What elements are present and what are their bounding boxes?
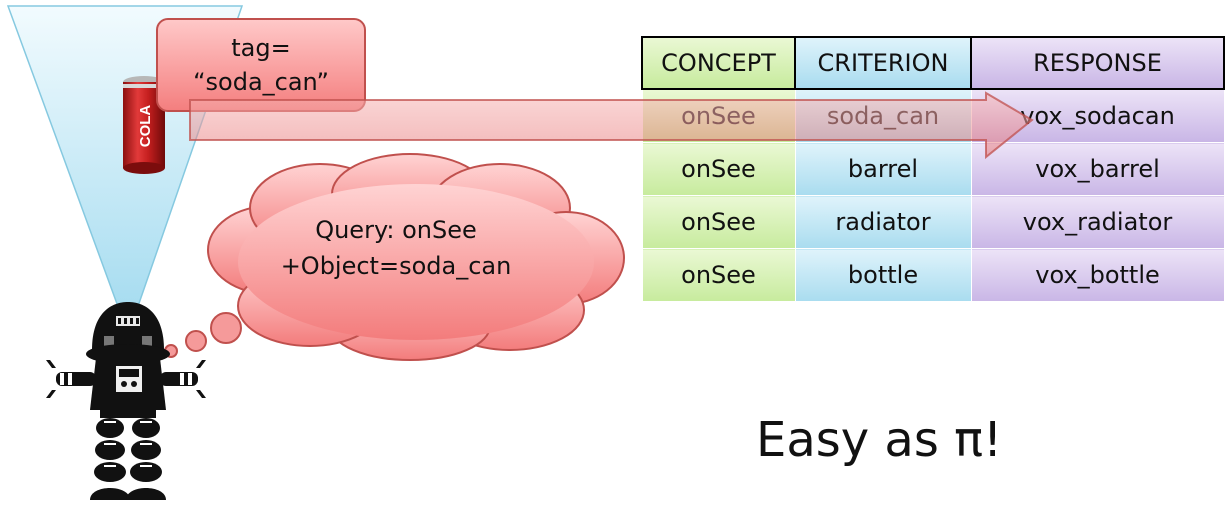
thought-bubble-medium (185, 330, 207, 352)
cell-response: vox_barrel (970, 142, 1225, 196)
thought-text: Query: onSee +Object=soda_can (236, 212, 556, 284)
cell-response: vox_sodacan (970, 88, 1225, 143)
cell-criterion: barrel (794, 142, 972, 196)
header-response: RESPONSE (970, 36, 1225, 90)
tag-line-2: “soda_can” (193, 68, 329, 96)
soda-can-icon: COLA (123, 76, 165, 174)
cell-response: vox_bottle (970, 248, 1225, 302)
robot-icon (46, 302, 206, 500)
table-row: onSee soda_can vox_sodacan (641, 88, 1225, 143)
cell-concept: onSee (641, 142, 796, 196)
caption-text: Easy as π! (756, 412, 1003, 468)
header-concept: CONCEPT (641, 36, 796, 90)
cell-criterion: soda_can (794, 88, 972, 143)
cell-criterion: bottle (794, 248, 972, 302)
thought-line-2: +Object=soda_can (280, 252, 512, 280)
table-row: onSee bottle vox_bottle (641, 248, 1225, 302)
tag-callout: tag= “soda_can” (156, 18, 366, 112)
table-row: onSee radiator vox_radiator (641, 195, 1225, 249)
thought-cloud (164, 153, 625, 361)
can-label: COLA (137, 105, 154, 148)
cell-response: vox_radiator (970, 195, 1225, 249)
cell-concept: onSee (641, 88, 796, 143)
thought-bubble-large (210, 312, 242, 344)
cell-criterion: radiator (794, 195, 972, 249)
tag-line-1: tag= (231, 34, 291, 62)
cell-concept: onSee (641, 248, 796, 302)
table-header-row: CONCEPT CRITERION RESPONSE (641, 36, 1225, 90)
thought-line-1: Query: onSee (315, 216, 477, 244)
rule-table: CONCEPT CRITERION RESPONSE onSee soda_ca… (641, 36, 1225, 302)
cell-concept: onSee (641, 195, 796, 249)
table-row: onSee barrel vox_barrel (641, 142, 1225, 196)
header-criterion: CRITERION (794, 36, 972, 90)
